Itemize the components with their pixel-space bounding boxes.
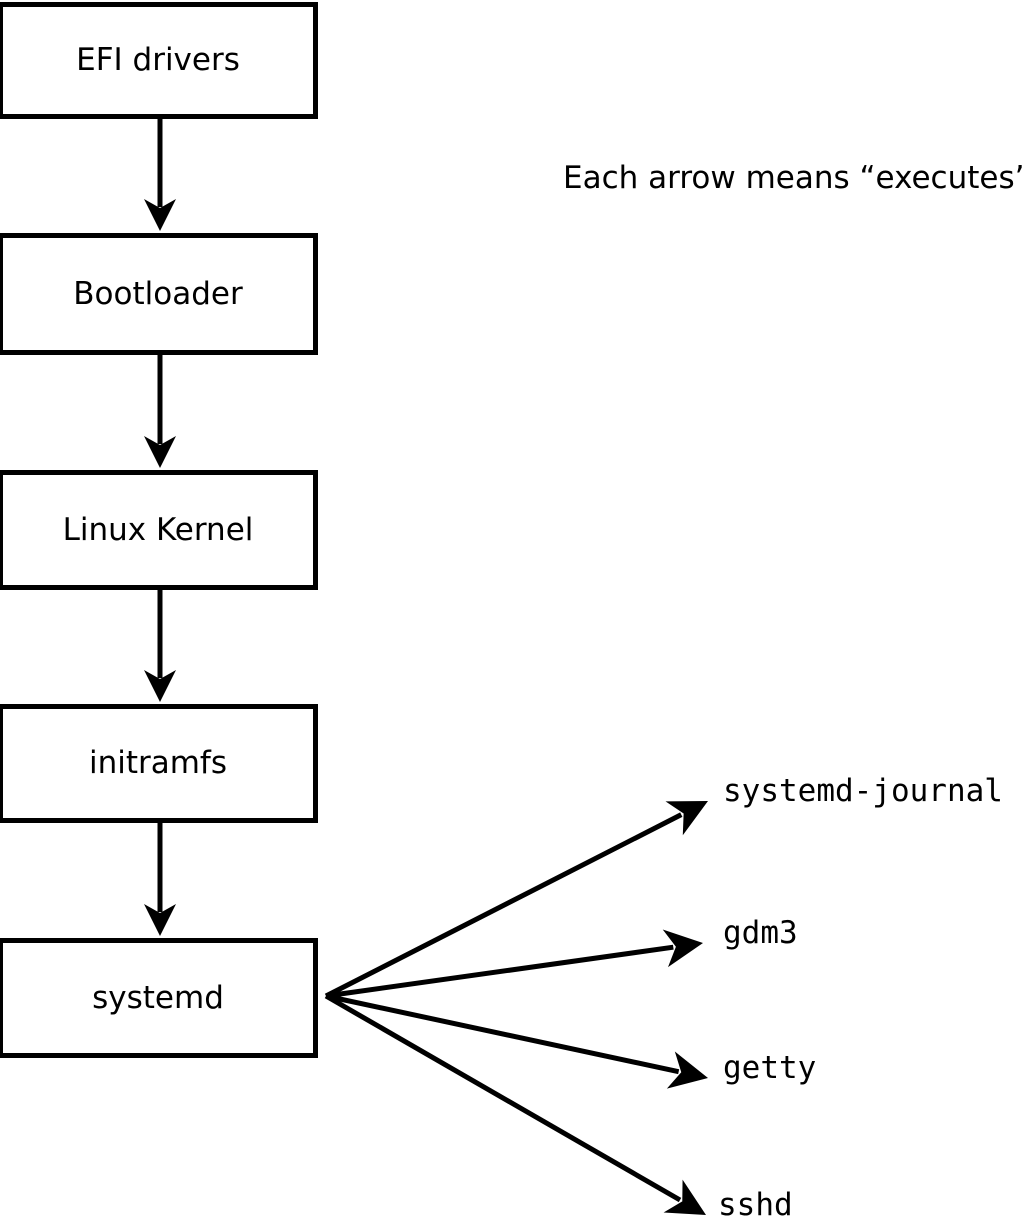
legend-caption: Each arrow means “executes”. bbox=[563, 160, 1023, 196]
fan-arrow-line bbox=[325, 993, 680, 1075]
service-label-sshd: sshd bbox=[718, 1187, 793, 1223]
box-label: Linux Kernel bbox=[62, 511, 254, 548]
chain-arrow-0 bbox=[144, 119, 176, 231]
box-label: initramfs bbox=[88, 745, 228, 781]
box-linux-kernel[interactable]: Linux Kernel bbox=[0, 470, 318, 590]
box-systemd[interactable]: systemd bbox=[0, 938, 318, 1058]
chain-arrow-head bbox=[144, 436, 176, 468]
box-efi-drivers[interactable]: EFI drivers bbox=[0, 2, 318, 119]
fan-arrow-1 bbox=[325, 929, 703, 999]
chain-arrow-head bbox=[144, 904, 176, 936]
chain-arrow-1 bbox=[144, 355, 176, 468]
fan-arrow-2 bbox=[325, 993, 708, 1089]
fan-arrow-head bbox=[662, 929, 703, 968]
box-initramfs[interactable]: initramfs bbox=[0, 704, 318, 823]
fan-arrow-head bbox=[665, 801, 708, 836]
fan-arrow-3 bbox=[324, 993, 706, 1215]
service-label-gdm3: gdm3 bbox=[723, 915, 798, 951]
fan-arrow-line bbox=[324, 993, 682, 1203]
fan-arrow-0 bbox=[324, 801, 708, 999]
service-label-systemd-journal: systemd-journal bbox=[723, 773, 1003, 809]
box-label: Bootloader bbox=[73, 275, 243, 312]
fan-arrow-line bbox=[325, 944, 674, 999]
fan-arrow-line bbox=[324, 812, 683, 999]
box-bootloader[interactable]: Bootloader bbox=[0, 233, 318, 355]
chain-arrow-head bbox=[144, 199, 176, 231]
service-label-getty: getty bbox=[723, 1050, 817, 1086]
chain-arrow-2 bbox=[144, 590, 176, 702]
fan-arrow-head bbox=[663, 1179, 706, 1215]
box-label: EFI drivers bbox=[76, 42, 240, 78]
fan-arrow-head bbox=[666, 1051, 708, 1089]
chain-arrow-head bbox=[144, 670, 176, 702]
box-label: systemd bbox=[92, 979, 224, 1016]
chain-arrow-3 bbox=[144, 823, 176, 936]
